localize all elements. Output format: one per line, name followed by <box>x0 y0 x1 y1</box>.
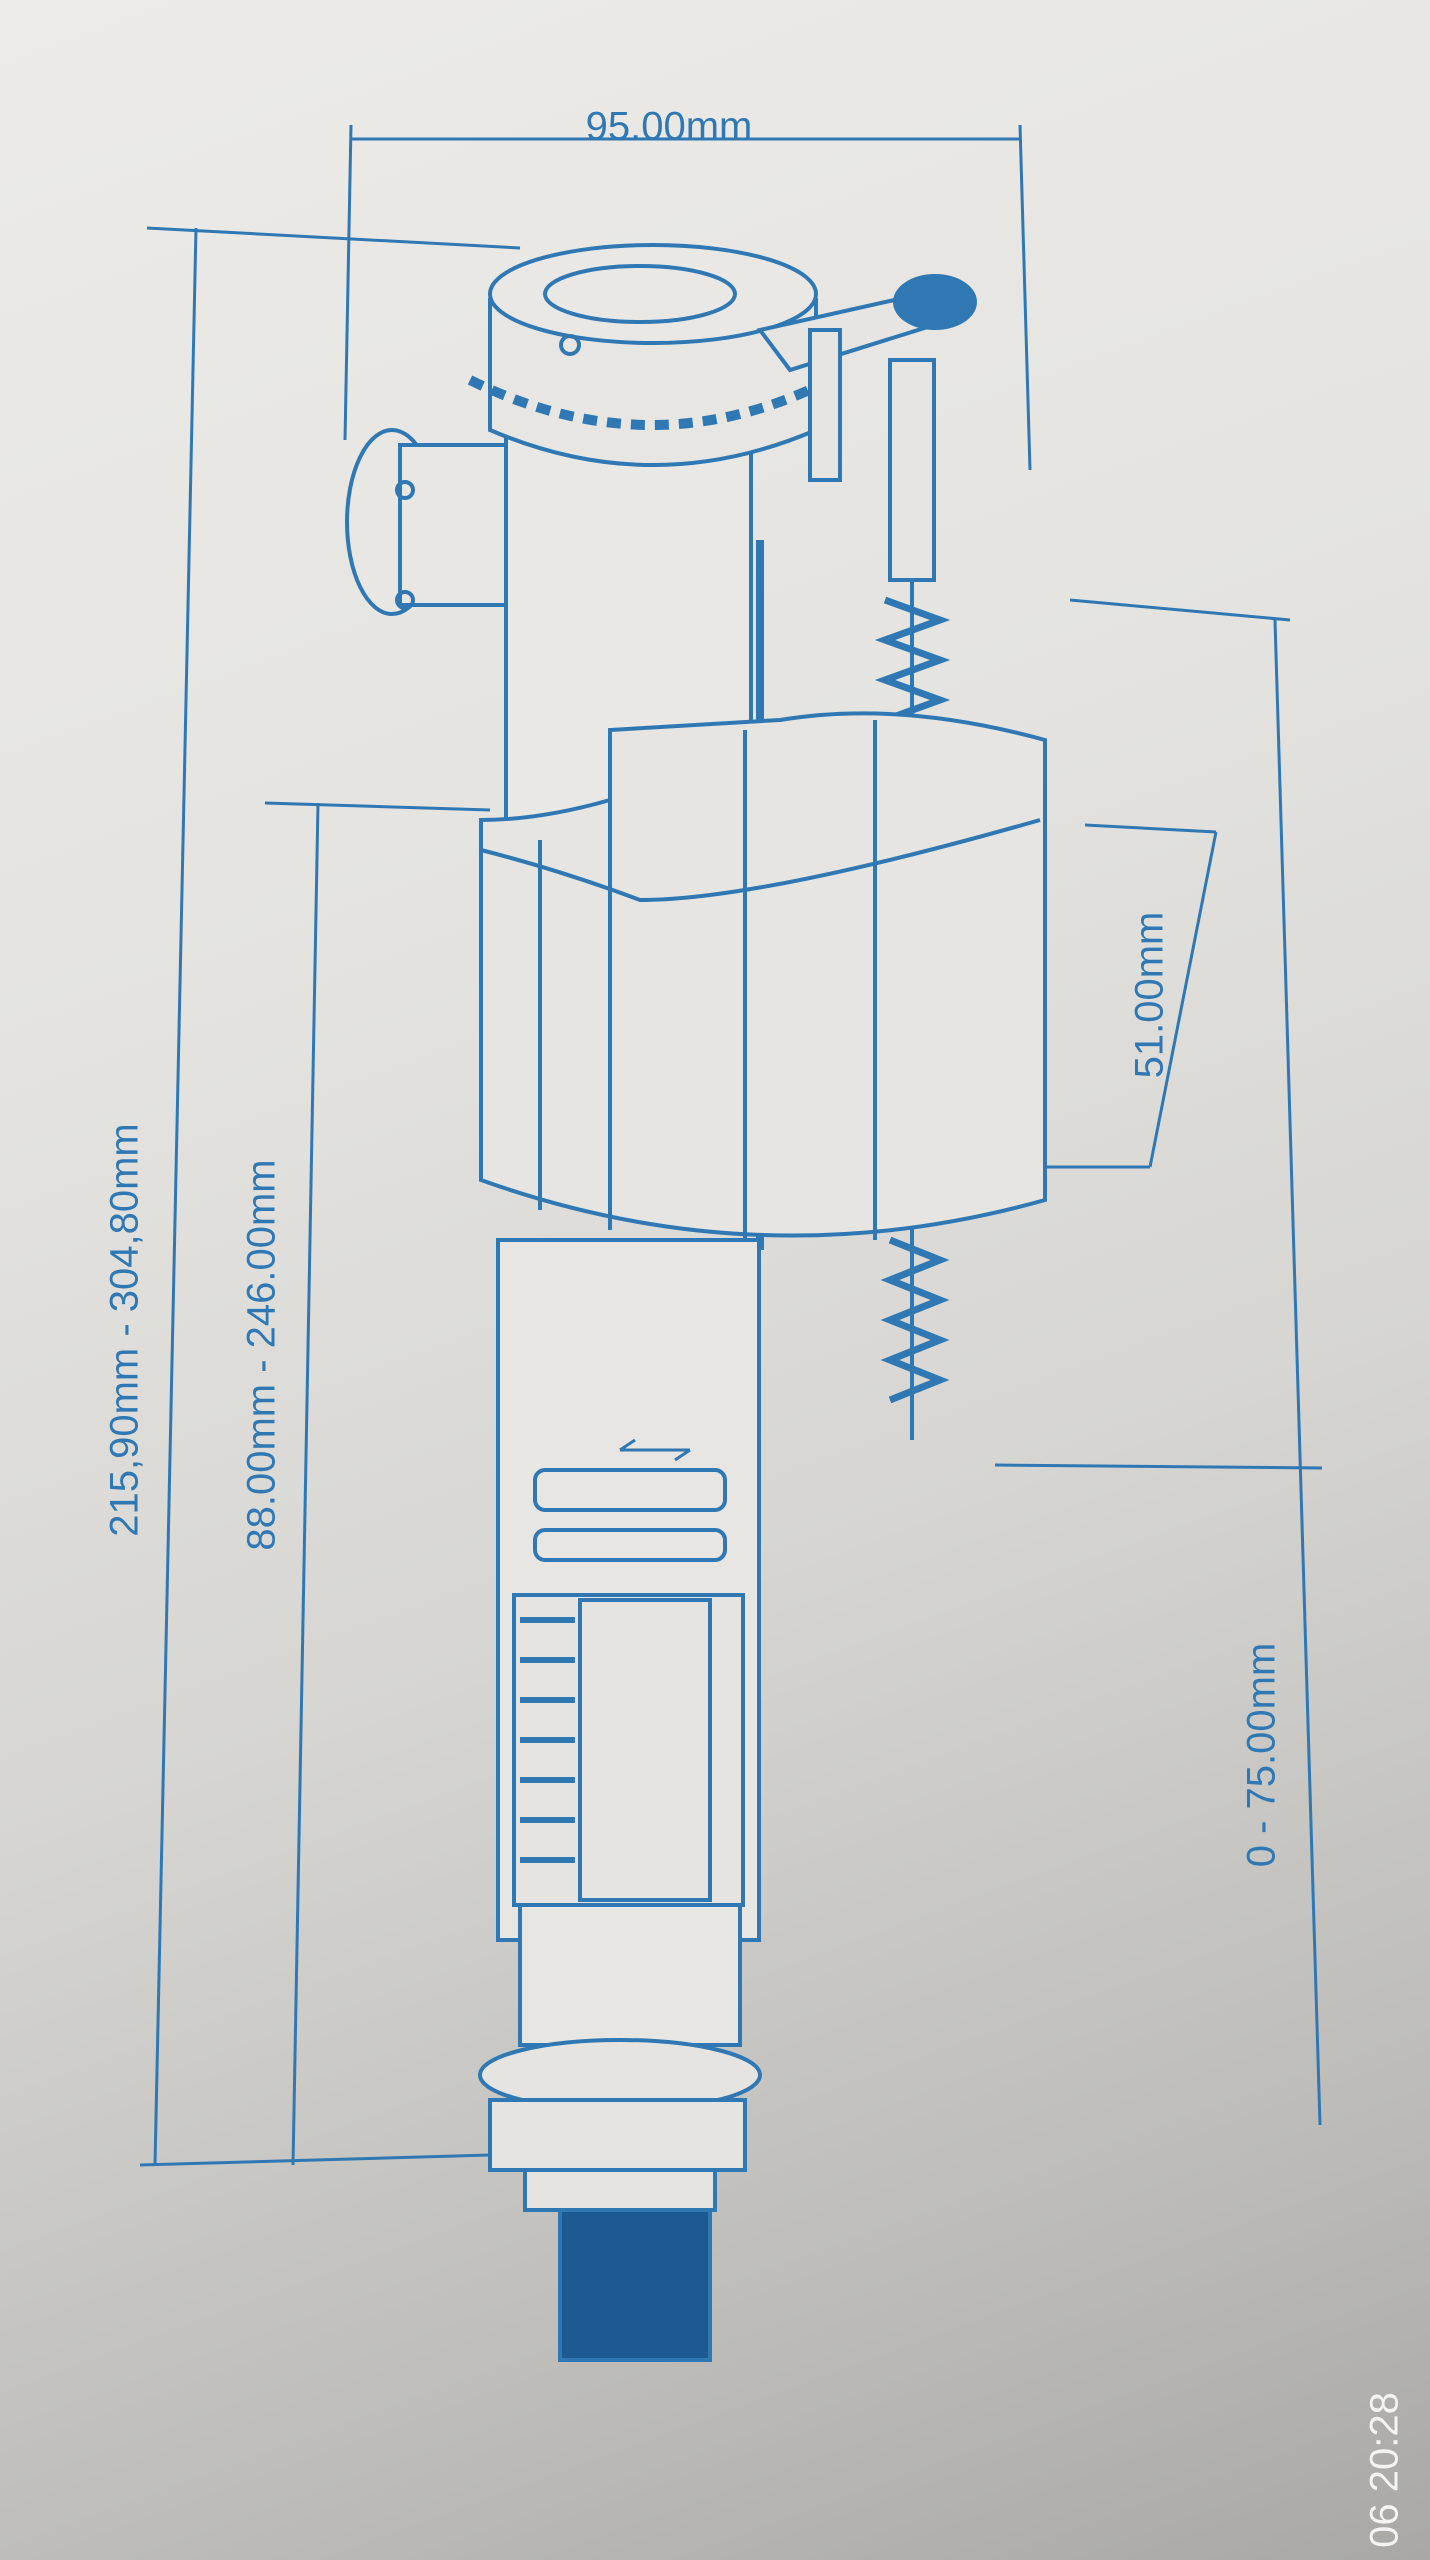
float <box>479 711 1047 1250</box>
side-flange <box>345 428 512 616</box>
adjustment-dimension-label: 0 - 75.00mm <box>1239 1642 1284 1868</box>
base-nut <box>478 1903 762 2362</box>
top-cap <box>467 243 833 467</box>
float-travel-dimension-label: 51.00mm <box>1127 911 1172 1079</box>
ribbed-section <box>512 1593 745 1907</box>
photo-timestamp: 06 20:28 <box>1362 2392 1407 2548</box>
shank-height-dimension-label: 88.00mm - 246.00mm <box>239 1159 284 1551</box>
width-dimension-label: 95.00mm <box>585 104 753 149</box>
total-height-dimension-label: 215,90mm - 304,80mm <box>102 1123 147 1537</box>
float-arm <box>756 274 977 482</box>
